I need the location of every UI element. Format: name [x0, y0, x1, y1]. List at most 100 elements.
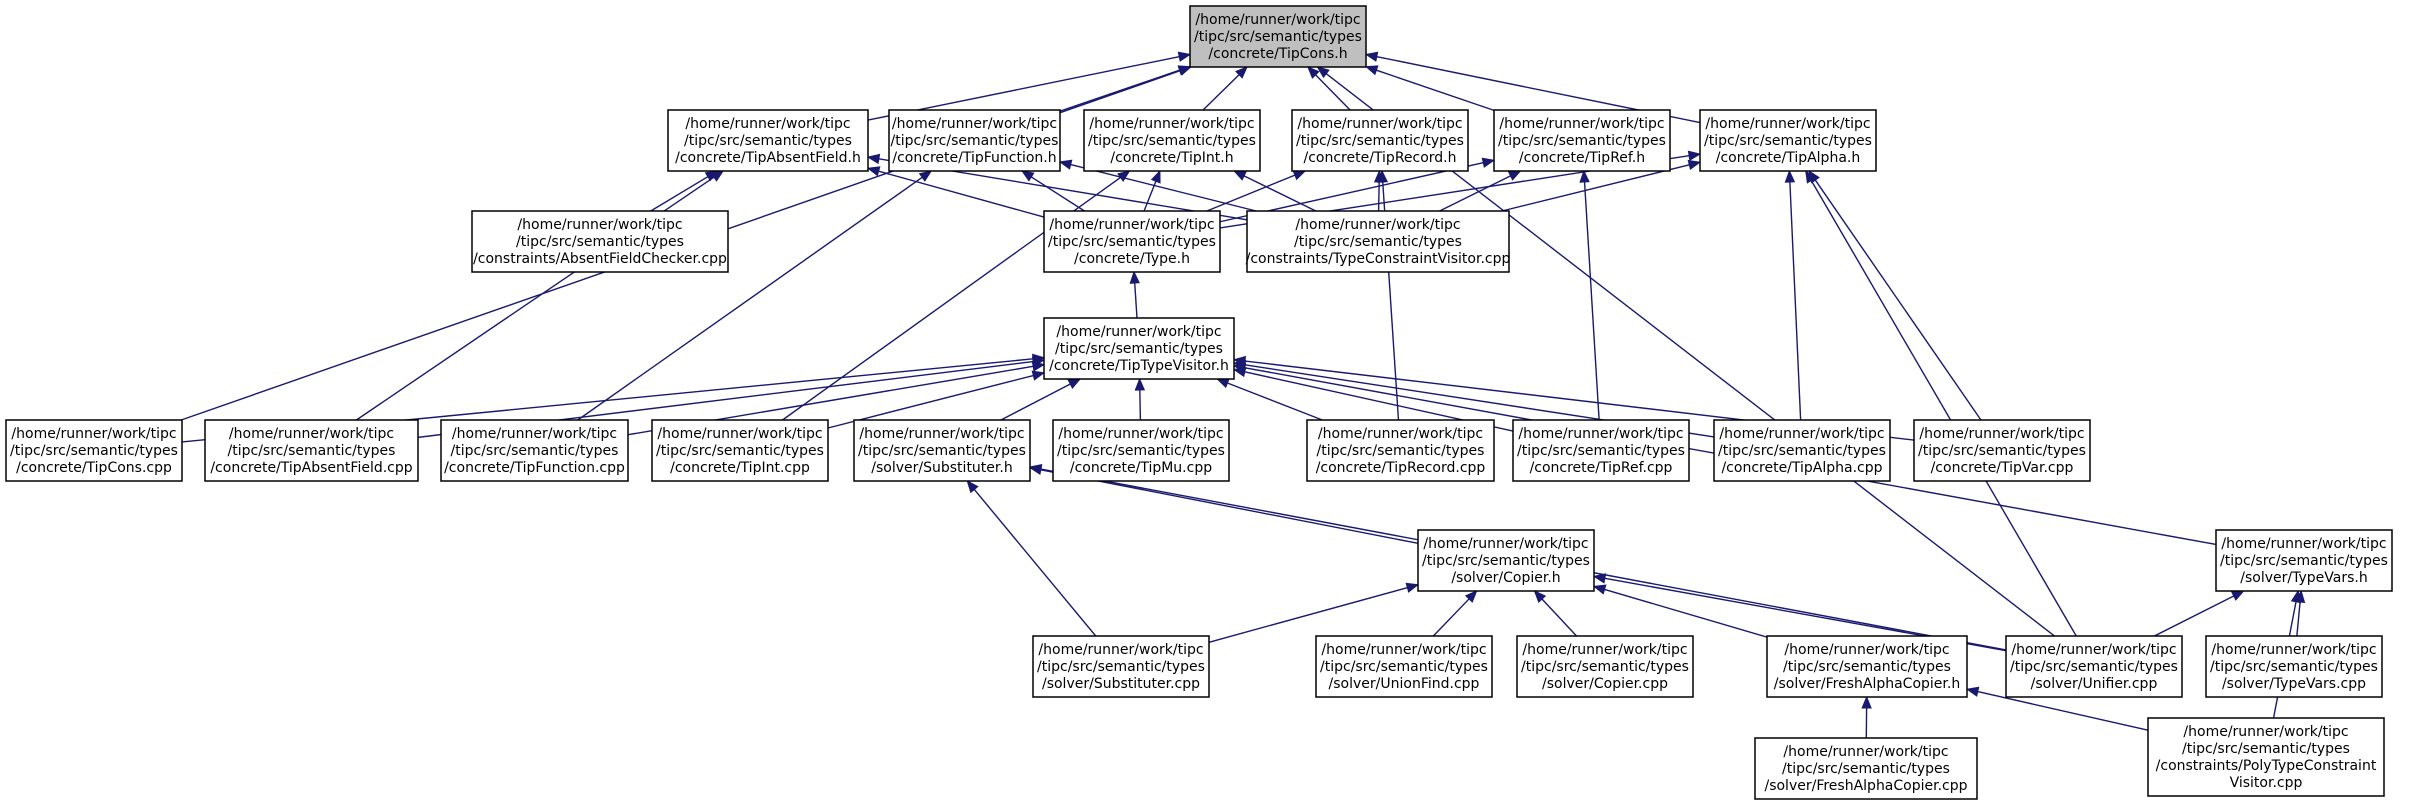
- node-label-line: /tipc/src/semantic/types: [451, 443, 619, 459]
- node-tipalpha-cpp[interactable]: /home/runner/work/tipc/tipc/src/semantic…: [1713, 419, 1891, 482]
- node-label-line: /solver/Substituter.cpp: [1042, 676, 1200, 692]
- edge-tipvar-cpp-to-tipalpha-h: [1808, 169, 1982, 421]
- node-tipfunction-cpp[interactable]: /home/runner/work/tipc/tipc/src/semantic…: [440, 419, 629, 482]
- node-tipcons-h[interactable]: /home/runner/work/tipc/tipc/src/semantic…: [1189, 5, 1367, 68]
- node-box: [1417, 529, 1595, 592]
- arrowhead-icon: [866, 153, 881, 165]
- node-label-line: /solver/FreshAlphaCopier.h: [1774, 676, 1960, 692]
- node-tipabsentfield-h[interactable]: /home/runner/work/tipc/tipc/src/semantic…: [667, 109, 869, 172]
- node-label-line: /home/runner/work/tipc: [657, 426, 822, 442]
- node-tipcons-cpp[interactable]: /home/runner/work/tipc/tipc/src/semantic…: [5, 419, 183, 482]
- node-label-line: /concrete/TipRecord.cpp: [1316, 460, 1486, 476]
- edge-tiptypevisitor-h-to-type-h: [1129, 270, 1140, 319]
- node-label-line: /tipc/src/semantic/types: [1422, 553, 1590, 569]
- node-copier-h[interactable]: /home/runner/work/tipc/tipc/src/semantic…: [1417, 529, 1595, 592]
- edge-freshalphacopier-cpp-to-freshalphacopier-h: [1861, 695, 1872, 739]
- node-label-line: /tipc/src/semantic/types: [1037, 659, 1205, 675]
- node-tiprecord-h[interactable]: /home/runner/work/tipc/tipc/src/semantic…: [1291, 109, 1469, 172]
- edge-line: [1040, 469, 1419, 545]
- edge-type-h-to-tipabsentfield-h: [866, 166, 1045, 218]
- node-label-line: /constraints/PolyTypeConstraint: [2156, 758, 2377, 774]
- edge-line: [1814, 179, 1982, 421]
- edge-line: [1227, 382, 1323, 421]
- node-box: [1291, 109, 1469, 172]
- node-absentfieldchecker-cpp[interactable]: /home/runner/work/tipc/tipc/src/semantic…: [471, 210, 729, 273]
- edge-line: [577, 176, 923, 421]
- node-typevars-cpp[interactable]: /home/runner/work/tipc/tipc/src/semantic…: [2205, 635, 2383, 698]
- node-typeconstraintvisitor-cpp[interactable]: /home/runner/work/tipc/tipc/src/semantic…: [1246, 210, 1511, 273]
- edge-unifier-cpp-to-tipalpha-h: [1805, 169, 2077, 637]
- node-label-line: /concrete/Type.h: [1074, 251, 1190, 267]
- node-label-line: /concrete/TipAlpha.cpp: [1721, 460, 1882, 476]
- edge-absentfieldchecker-cpp-to-tipabsentfield-h: [650, 170, 719, 212]
- node-tipalpha-h[interactable]: /home/runner/work/tipc/tipc/src/semantic…: [1699, 109, 1877, 172]
- node-label-line: /solver/Copier.h: [1451, 570, 1560, 586]
- arrowhead-icon: [1377, 169, 1389, 183]
- node-freshalphacopier-h[interactable]: /home/runner/work/tipc/tipc/src/semantic…: [1766, 635, 1968, 698]
- arrowhead-icon: [1031, 370, 1046, 381]
- node-tiptypevisitor-h[interactable]: /home/runner/work/tipc/tipc/src/semantic…: [1043, 317, 1235, 380]
- node-tipmu-cpp[interactable]: /home/runner/work/tipc/tipc/src/semantic…: [1052, 419, 1230, 482]
- edge-unionfind-cpp-to-copier-h: [1432, 590, 1478, 637]
- node-label-line: /tipc/src/semantic/types: [10, 443, 178, 459]
- arrowhead-icon: [1117, 170, 1131, 182]
- node-label-line: /concrete/TipTypeVisitor.h: [1049, 358, 1229, 374]
- node-tipvar-cpp[interactable]: /home/runner/work/tipc/tipc/src/semantic…: [1913, 419, 2091, 482]
- arrowhead-icon: [1134, 377, 1146, 391]
- arrowhead-icon: [2230, 590, 2245, 601]
- node-unifier-cpp[interactable]: /home/runner/work/tipc/tipc/src/semantic…: [2005, 635, 2183, 698]
- node-tiprecord-cpp[interactable]: /home/runner/work/tipc/tipc/src/semantic…: [1306, 419, 1495, 482]
- arrowhead-icon: [1364, 65, 1379, 76]
- edge-tipmu-cpp-to-tiptypevisitor-h: [1134, 377, 1146, 421]
- node-label-line: /tipc/src/semantic/types: [1521, 659, 1689, 675]
- node-box: [1315, 635, 1493, 698]
- node-box: [1766, 635, 1968, 698]
- node-label-line: /home/runner/work/tipc: [2011, 642, 2176, 658]
- node-box: [1516, 635, 1694, 698]
- node-copier-cpp[interactable]: /home/runner/work/tipc/tipc/src/semantic…: [1516, 635, 1694, 698]
- arrowhead-icon: [1784, 169, 1796, 183]
- node-tipint-cpp[interactable]: /home/runner/work/tipc/tipc/src/semantic…: [651, 419, 829, 482]
- node-box: [1083, 109, 1261, 172]
- node-substituter-cpp[interactable]: /home/runner/work/tipc/tipc/src/semantic…: [1032, 635, 1210, 698]
- node-label-line: /home/runner/work/tipc: [1038, 642, 1203, 658]
- node-label-line: /home/runner/work/tipc: [1518, 426, 1683, 442]
- arrowhead-icon: [1805, 169, 1817, 184]
- node-tipint-h[interactable]: /home/runner/work/tipc/tipc/src/semantic…: [1083, 109, 1261, 172]
- node-box: [1189, 5, 1367, 68]
- node-tipref-h[interactable]: /home/runner/work/tipc/tipc/src/semantic…: [1493, 109, 1671, 172]
- node-label-line: /tipc/src/semantic/types: [1704, 133, 1872, 149]
- node-type-h[interactable]: /home/runner/work/tipc/tipc/src/semantic…: [1043, 210, 1221, 273]
- arrowhead-icon: [918, 170, 933, 182]
- node-unionfind-cpp[interactable]: /home/runner/work/tipc/tipc/src/semantic…: [1315, 635, 1493, 698]
- node-tipref-cpp[interactable]: /home/runner/work/tipc/tipc/src/semantic…: [1512, 419, 1690, 482]
- node-typevars-h[interactable]: /home/runner/work/tipc/tipc/src/semantic…: [2215, 529, 2393, 592]
- node-label-line: /tipc/src/semantic/types: [1055, 341, 1223, 357]
- node-box: [651, 419, 829, 482]
- node-polytypeconstraintvisitor-cpp[interactable]: /home/runner/work/tipc/tipc/src/semantic…: [2147, 717, 2385, 797]
- node-label-line: /constraints/AbsentFieldChecker.cpp: [473, 251, 727, 267]
- edge-line: [1139, 389, 1142, 421]
- edge-line: [1377, 181, 1380, 212]
- edge-line: [1439, 175, 1511, 212]
- arrowhead-icon: [1364, 51, 1379, 62]
- edge-line: [1604, 588, 1768, 638]
- node-label-line: /tipc/src/semantic/types: [1057, 443, 1225, 459]
- edge-line: [1143, 180, 1157, 212]
- node-freshalphacopier-cpp[interactable]: /home/runner/work/tipc/tipc/src/semantic…: [1754, 737, 1978, 800]
- node-label-line: /home/runner/work/tipc: [1499, 116, 1664, 132]
- node-label-line: /home/runner/work/tipc: [1058, 426, 1223, 442]
- node-label-line: /home/runner/work/tipc: [859, 426, 1024, 442]
- node-tipabsentfield-cpp[interactable]: /home/runner/work/tipc/tipc/src/semantic…: [204, 419, 419, 482]
- arrowhead-icon: [1067, 378, 1082, 389]
- node-tipfunction-h[interactable]: /home/runner/work/tipc/tipc/src/semantic…: [888, 109, 1061, 172]
- node-substituter-h[interactable]: /home/runner/work/tipc/tipc/src/semantic…: [853, 419, 1031, 482]
- edge-tipfunction-h-to-tipcons-h: [1059, 65, 1192, 112]
- edge-line: [1202, 74, 1240, 111]
- arrowhead-icon: [1232, 355, 1247, 367]
- edge-typeconstraintvisitor-cpp-to-tipalpha-h: [1501, 159, 1702, 212]
- edge-line: [2296, 601, 2301, 637]
- node-label-line: /solver/Copier.cpp: [1542, 676, 1668, 692]
- arrowhead-icon: [1292, 170, 1307, 181]
- arrowhead-icon: [1178, 65, 1193, 76]
